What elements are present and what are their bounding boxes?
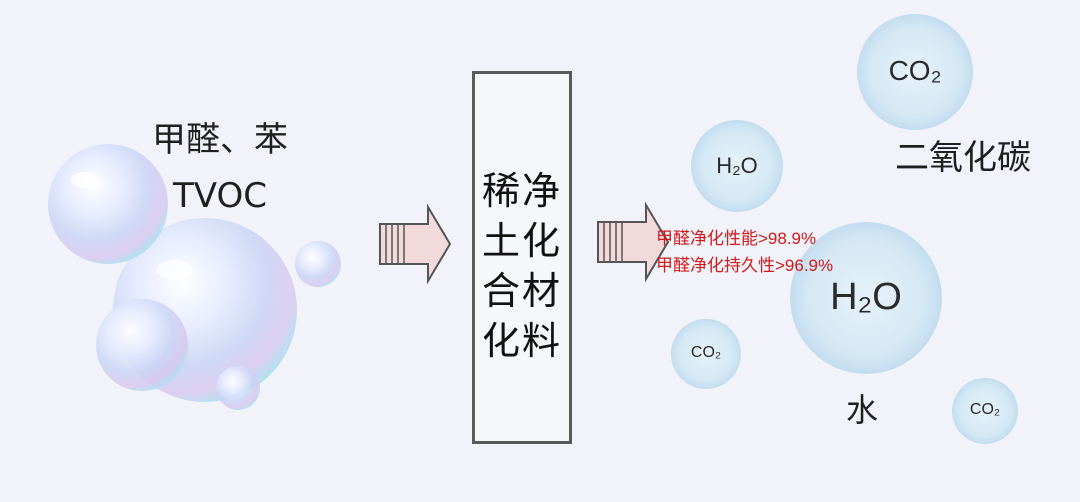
pollutant-line-2: TVOC [173,176,267,216]
material-line-3: 合材 [481,269,562,313]
co2-molecule-top: CO₂ [888,55,942,86]
pollutant-bubbles [48,144,341,410]
bubble-co2-left [671,319,741,389]
pollutant-label: 甲醛、苯 TVOC [140,112,300,224]
co2-molecule-left: CO₂ [690,344,722,361]
co2-molecule-right: CO₂ [969,401,1001,418]
material-box: 稀净 土化 合材 化料 [472,71,572,444]
bubble-h2o-large [790,222,942,374]
product-bubbles [671,14,1018,444]
arrow-left [379,203,452,285]
bubble-small [96,299,188,391]
water-label: 水 [846,391,879,429]
bubble-h2o-small [691,120,783,212]
h2o-molecule-small: H₂O [716,153,758,178]
spec-purification: 甲醛净化性能>98.9% [656,229,817,248]
material-line-2: 土化 [481,219,562,263]
material-line-4: 化料 [481,319,562,363]
co2-label: 二氧化碳 [895,138,1031,178]
arrow-right [597,201,670,283]
bubble-tiny-bottom [216,366,260,410]
spec-durability: 甲醛净化持久性>96.9% [656,256,834,275]
h2o-molecule-large: H₂O [830,276,902,318]
material-line-1: 稀净 [481,169,562,213]
material-label: 稀净 土化 合材 化料 [475,166,569,366]
bubble-co2-right [952,378,1018,444]
pollutant-line-1: 甲醛、苯 [152,120,288,160]
bubble-co2-top [857,14,973,130]
bubble-tiny-right [295,241,341,287]
